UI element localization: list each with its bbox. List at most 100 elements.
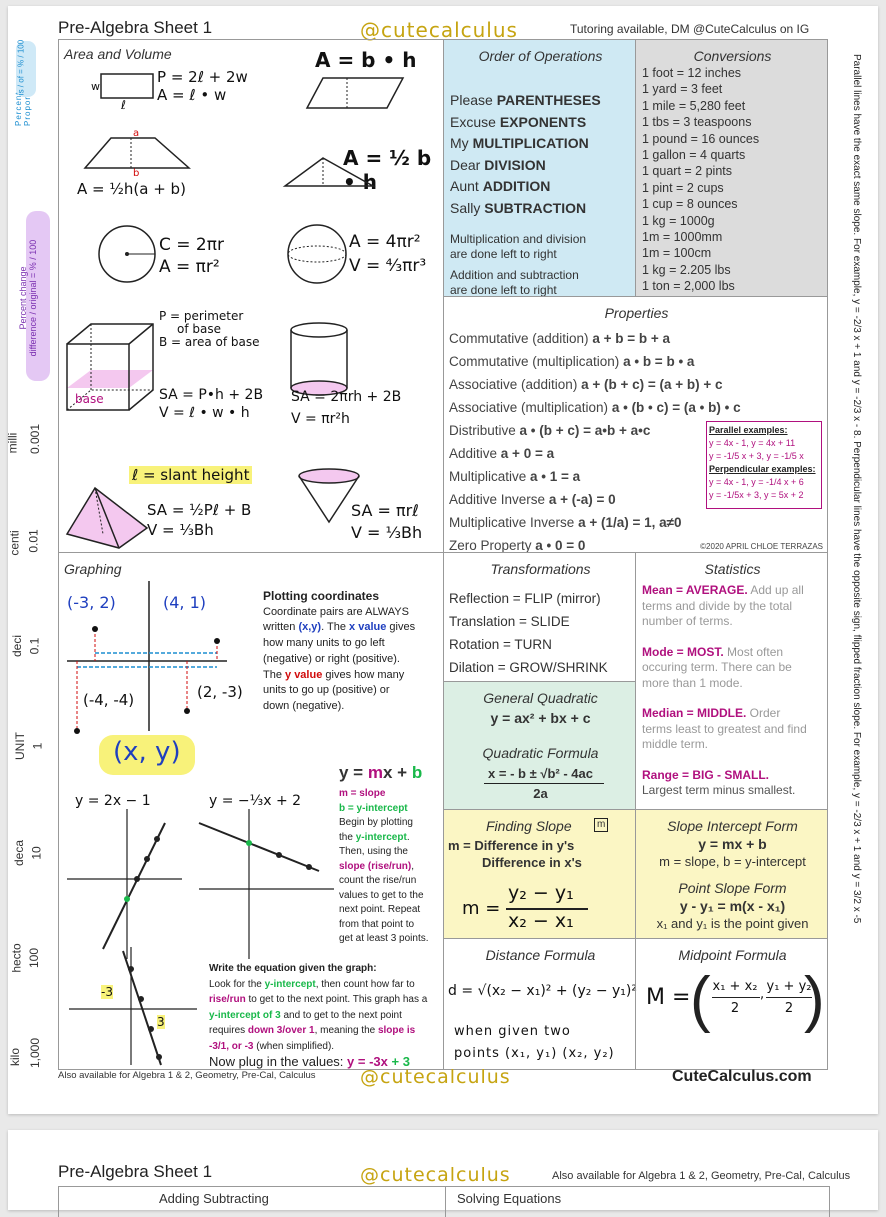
pemdas-line: Please PARENTHESES xyxy=(450,92,601,108)
property-row: Commutative (addition) a + b = b + a xyxy=(449,331,670,346)
cheat-sheet-page-2: Pre-Algebra Sheet 1 @cutecalculus Also a… xyxy=(8,1130,878,1217)
distance-heading: Distance Formula xyxy=(485,947,596,963)
graph-y-2x-1 xyxy=(67,809,182,959)
point-slope-eq: y - y₁ = m(x - x₁) xyxy=(679,898,786,914)
quadratic-formula-heading: Quadratic Formula xyxy=(482,745,599,761)
rectangular-prism-diagram xyxy=(66,323,154,411)
page2-availability: Also available for Algebra 1 & 2, Geomet… xyxy=(552,1170,851,1182)
point-label-2: (4, 1) xyxy=(163,593,207,612)
pemdas-line: Aunt ADDITION xyxy=(450,178,551,194)
general-quadratic-heading: General Quadratic xyxy=(483,690,598,706)
slope-definition-denominator: Difference in x's xyxy=(482,855,582,870)
graph1-label: y = 2x − 1 xyxy=(75,793,151,809)
quadratic-section: General Quadratic y = ax² + bx + c Quadr… xyxy=(443,681,636,810)
page2-col2-heading: Solving Equations xyxy=(457,1191,562,1206)
point-label-3: (-4, -4) xyxy=(83,691,135,709)
graph2-label: y = −⅓x + 2 xyxy=(209,793,302,809)
xy-text: (x, y) xyxy=(113,737,181,767)
pemdas-list: Please PARENTHESES Excuse EXPONENTS My M… xyxy=(450,90,601,219)
slope-explanation: m = slope b = y-intercept Begin by plott… xyxy=(339,788,429,944)
transformations-heading: Transformations xyxy=(490,561,591,577)
triangle-diagram xyxy=(282,157,376,187)
midpoint-x-den: 2 xyxy=(730,1001,740,1016)
rect-l-label: ℓ xyxy=(121,98,126,112)
slope-definition-numerator: m = Difference in y's xyxy=(448,838,575,853)
plotting-coordinates-text: Plotting coordinates Coordinate pairs ar… xyxy=(263,589,416,712)
distance-section: Distance Formula d = √(x₂ − x₁)² + (y₂ −… xyxy=(443,938,637,1070)
is-of-badge xyxy=(16,41,36,97)
graph3-intercept-label: -3 xyxy=(101,985,113,999)
slope-formula-num: y₂ − y₁ xyxy=(508,882,574,904)
transformations-section: Transformations Reflection = FLIP (mirro… xyxy=(443,552,636,682)
midpoint-y-bar xyxy=(766,997,812,998)
graphing-heading: Graphing xyxy=(64,561,122,577)
sphere-diagram xyxy=(287,224,347,284)
midpoint-y-den: 2 xyxy=(784,1001,794,1016)
midpoint-comma: , xyxy=(760,987,765,1002)
point-label-1: (-3, 2) xyxy=(67,593,116,612)
slope-intercept-desc: m = slope, b = y-intercept xyxy=(659,854,806,869)
trapezoid-formula: A = ½h(a + b) xyxy=(77,180,186,198)
midpoint-x-num: x₁ + x₂ xyxy=(712,979,758,994)
page2-table: Adding Subtracting Solving Equations xyxy=(58,1186,830,1217)
footer-site: CuteCalculus.com xyxy=(672,1068,812,1085)
graph-y-neg-third-x-2 xyxy=(198,809,334,959)
xy-badge xyxy=(99,735,195,775)
property-row: Additive a + 0 = a xyxy=(449,446,555,461)
cone-diagram xyxy=(298,468,360,524)
rect-w-label: w xyxy=(91,80,100,93)
quadratic-fraction-bar xyxy=(484,783,604,784)
parallelogram-diagram xyxy=(305,77,405,109)
pemdas-line: Sally SUBTRACTION xyxy=(450,199,587,216)
finding-slope-section: Finding Slope m m = Difference in y's Di… xyxy=(443,809,636,939)
general-quadratic-eq: y = ax² + bx + c xyxy=(490,710,591,726)
pemdas-line: My MULTIPLICATION xyxy=(450,135,589,151)
midpoint-paren-close: ) xyxy=(804,965,825,1034)
slope-formula-den: x₂ − x₁ xyxy=(508,910,574,932)
slope-m-badge: m xyxy=(594,818,609,832)
is-of-text: is / of = % / 100 xyxy=(16,39,26,96)
trap-a-label: a xyxy=(133,128,140,139)
quadratic-formula-numerator: x = - b ± √b² - 4ac xyxy=(488,766,593,781)
footer-availability: Also available for Algebra 1 & 2, Geomet… xyxy=(58,1070,316,1081)
pyramid-diagram xyxy=(65,486,149,549)
slope-intercept-eq: y = mx + b xyxy=(698,836,767,852)
cheat-sheet-page: Pre-Algebra Sheet 1 @cutecalculus Tutori… xyxy=(5,6,878,1114)
property-row: Associative (addition) a + (b + c) = (a … xyxy=(449,377,723,392)
statistics-list: Mean = AVERAGE. Add up all terms and div… xyxy=(642,583,807,797)
slope-m-equals: m = xyxy=(462,898,501,919)
area-volume-heading: Area and Volume xyxy=(64,46,172,62)
cylinder-diagram xyxy=(290,322,348,396)
parallelogram-formula: A = b • h xyxy=(315,48,417,72)
statistics-heading: Statistics xyxy=(704,561,761,577)
midpoint-section: Midpoint Formula M = ( ) x₁ + x₂ 2 , y₁ … xyxy=(635,938,828,1070)
header-logo: @cutecalculus xyxy=(360,18,518,42)
write-equation-text: Write the equation given the graph: Look… xyxy=(209,963,428,1069)
property-row: Associative (multiplication) a • (b • c)… xyxy=(449,400,741,415)
property-row: Multiplicative Inverse a + (1/a) = 1, a≠… xyxy=(449,515,682,530)
circle-diagram xyxy=(98,225,156,283)
slope-fraction-bar xyxy=(506,908,588,910)
rectangle-diagram xyxy=(100,73,154,99)
pemdas-line: Excuse EXPONENTS xyxy=(450,113,587,130)
slope-intercept-eq: y = mx + b xyxy=(339,763,423,782)
midpoint-y-num: y₁ + y₂ xyxy=(766,979,812,994)
property-row: Additive Inverse a + (-a) = 0 xyxy=(449,492,616,507)
order-of-operations-section: Order of Operations Please PARENTHESES E… xyxy=(443,39,636,297)
midpoint-paren-open: ( xyxy=(690,965,711,1034)
pemdas-line: Dear DIVISION xyxy=(450,156,546,173)
slant-height-label: ℓ = slant height xyxy=(129,466,253,484)
point-label-4: (2, -3) xyxy=(197,683,243,701)
tutoring-note: Tutoring available, DM @CuteCalculus on … xyxy=(570,22,810,36)
quadratic-formula-denominator: 2a xyxy=(533,786,548,801)
